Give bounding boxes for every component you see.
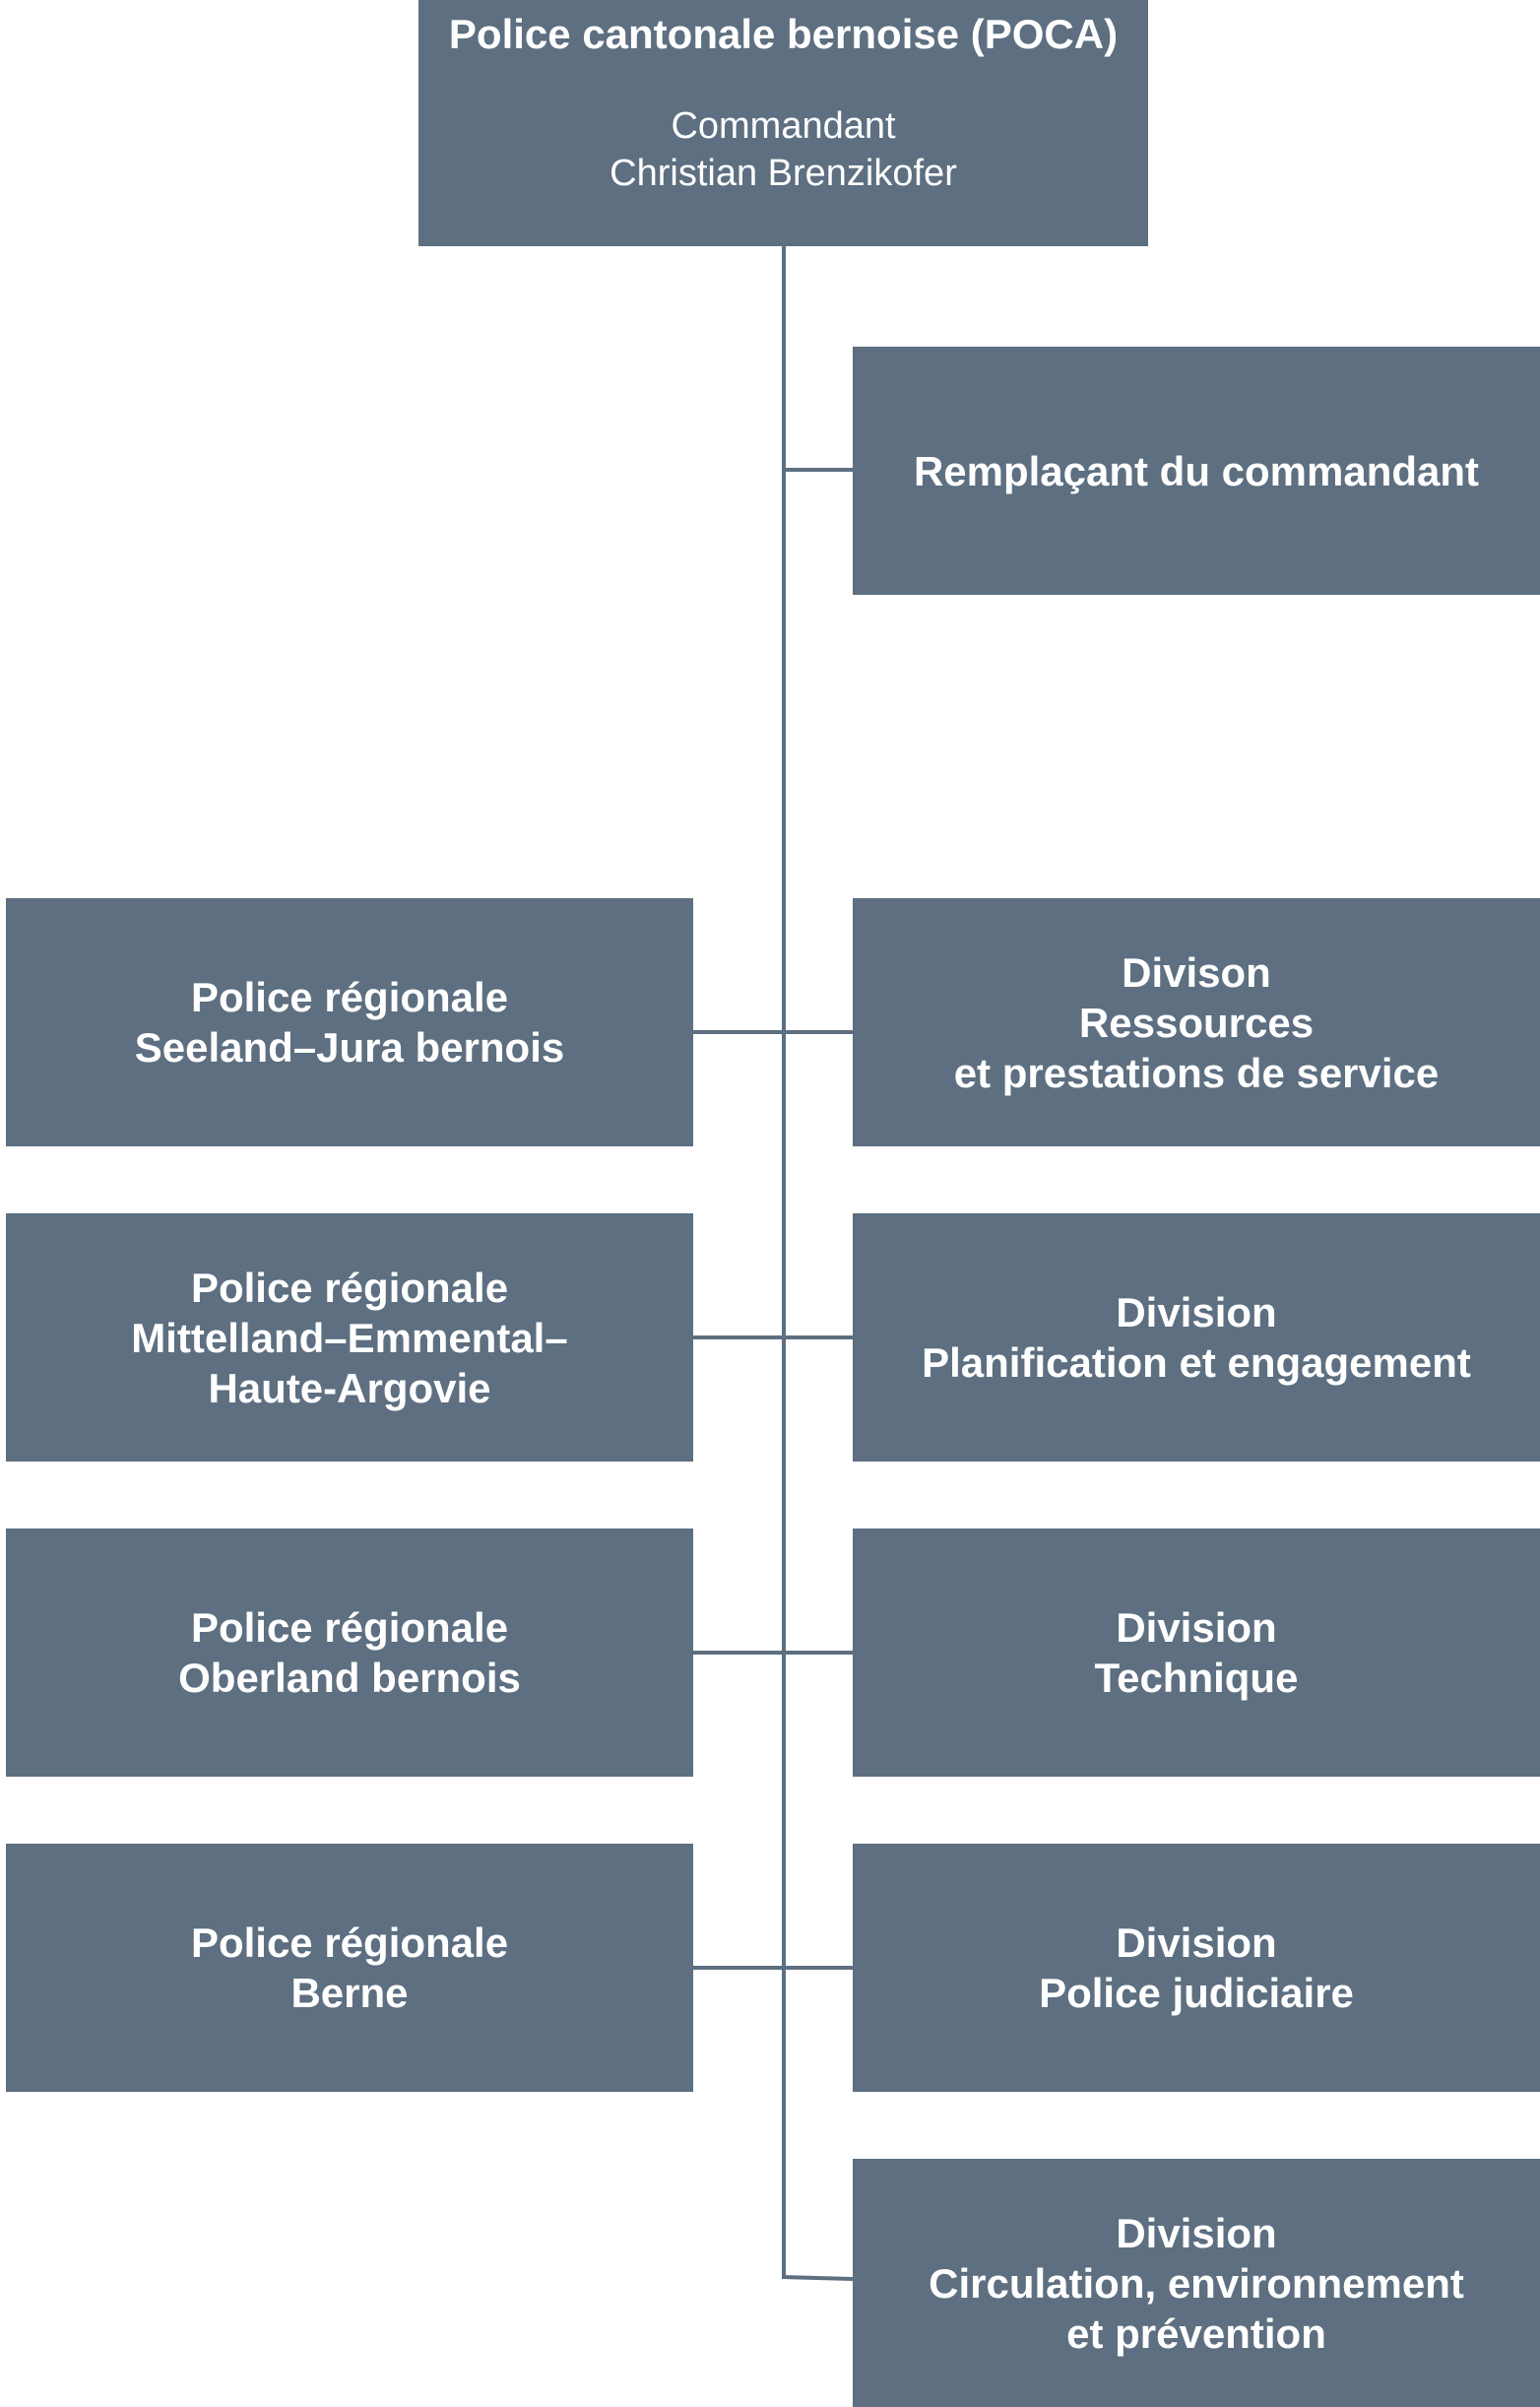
regional-police-seeland-box: Police régionale Seeland–Jura bernois	[6, 898, 693, 1146]
box-label-line: Circulation, environnement	[929, 2259, 1464, 2307]
box-label-line: Division	[1116, 1604, 1277, 1651]
commander-role: Commandant	[671, 105, 896, 147]
division-technique-box: Division Technique	[853, 1529, 1540, 1777]
box-label-line: Seeland–Jura bernois	[134, 1024, 565, 1071]
box-label-line: Remplaçant du commandant	[913, 447, 1480, 494]
division-judicial-police-box: Division Police judiciaire	[853, 1844, 1540, 2092]
regional-police-mittelland-box: Police régionale Mittelland–Emmental– Ha…	[6, 1213, 693, 1462]
box-label-line: Mittelland–Emmental–	[131, 1314, 568, 1361]
regional-police-berne-box: Police régionale Berne	[6, 1844, 693, 2092]
box-label-line: Police régionale	[190, 974, 509, 1020]
box-label-line: Police régionale	[190, 1264, 509, 1311]
box-label-line: Division	[1116, 1289, 1277, 1335]
box-label-line: Ressources	[1078, 999, 1315, 1046]
box-label-line: Technique	[1094, 1655, 1299, 1701]
deputy-commander-box: Remplaçant du commandant	[853, 347, 1540, 595]
division-resources-box: Divison Ressources et prestations de ser…	[853, 898, 1540, 1146]
regional-police-oberland-box: Police régionale Oberland bernois	[6, 1529, 693, 1777]
box-label-line: Division	[1116, 1919, 1277, 1966]
box-label-line: Police judiciaire	[1039, 1970, 1354, 2016]
box-label-line: Planification et engagement	[922, 1339, 1471, 1386]
box-label-line: Berne	[290, 1970, 409, 2016]
box-label-line: Police régionale	[190, 1919, 509, 1966]
box-label-line: Haute-Argovie	[208, 1364, 491, 1411]
commander-name: Christian Brenzikofer	[610, 153, 957, 194]
box-label-line: et prestations de service	[953, 1049, 1440, 1096]
box-label-line: Divison	[1122, 948, 1271, 996]
box-label-line: Division	[1116, 2209, 1277, 2256]
box-label-line: Police régionale	[190, 1604, 509, 1651]
division-planning-box: Division Planification et engagement	[853, 1213, 1540, 1462]
organization-title: Police cantonale bernoise (POCA)	[448, 11, 1119, 57]
box-label-line: et prévention	[1066, 2309, 1326, 2357]
division-traffic-box: Division Circulation, environnement et p…	[853, 2159, 1540, 2407]
box-label-line: Oberland bernois	[178, 1655, 521, 1701]
commander-box: Police cantonale bernoise (POCA) Command…	[418, 0, 1148, 246]
connector-division-5	[781, 2275, 854, 2281]
